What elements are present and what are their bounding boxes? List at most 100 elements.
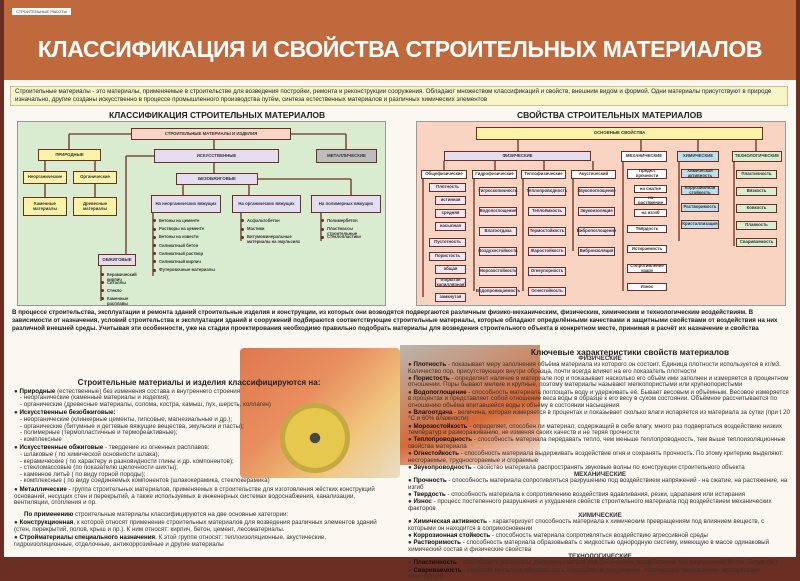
property-node: истинная	[435, 196, 466, 205]
sub-item: - неорганические (каменные материалы и и…	[20, 394, 170, 402]
property-node: Истираемость	[627, 245, 667, 253]
property-node: Воздухостойкость	[478, 247, 518, 256]
description: - характеризует способность материала к …	[408, 518, 765, 532]
term: Искусственные безобжиговые:	[19, 409, 116, 417]
property-description: ● Огнестойкость - способность материала …	[408, 449, 784, 464]
term: Металлические	[19, 485, 67, 493]
term: Теплопроводность	[413, 436, 473, 444]
description: - свойство металлов образовывать неразъё…	[408, 566, 760, 581]
sub-item: - керамические ( по характеру и разновид…	[20, 457, 234, 465]
polymer-binders-node: На полимерных вяжущих	[311, 195, 381, 213]
description-paragraph: В процессе строительства, эксплуатации и…	[12, 309, 778, 332]
technological-node: ТЕХНОЛОГИЧЕСКИЕ	[732, 151, 782, 162]
classification-item: ● Искусственные обжиговые - твердение из…	[14, 445, 384, 485]
description: - процесс постепенного разрушения и ухуд…	[408, 498, 772, 512]
property-node: Морозостойкость	[479, 267, 517, 276]
property-node: Влагоотдача	[479, 227, 517, 236]
term: По применению	[24, 510, 74, 518]
sub-item: - органические (битумные и дегтевые вяжу…	[20, 422, 244, 430]
property-node: на сжатие	[634, 185, 667, 193]
property-node: Огнеупорность	[528, 267, 566, 276]
list-item: Бетоны на цементе	[153, 218, 237, 224]
description: - способность материала поглощать воду и…	[408, 388, 789, 409]
description: (естественные) без изменения состава и в…	[55, 387, 241, 395]
term: Влагоотдача	[413, 408, 453, 416]
list-item: Битумоминеральные материалы на эмульсиях	[241, 235, 313, 244]
properties-title: СВОЙСТВА СТРОИТЕЛЬНЫХ МАТЕРИАЛОВ	[517, 110, 703, 120]
property-description: ● Растворимость - способность материала …	[408, 539, 770, 553]
classification-item: ● Искусственные безобжиговые:- неорганич…	[14, 410, 384, 443]
property-node: Пористость	[429, 252, 466, 261]
property-node: открытая (капиллярная)	[435, 276, 466, 287]
property-node: Сопротивление удару	[627, 263, 667, 273]
sub-item: - стекломассовые (по показателю щелочнос…	[20, 464, 178, 472]
property-node: Гигроскопичность	[478, 187, 518, 196]
stone-node: Каменные материалы	[23, 197, 67, 216]
list-item: Силикатный раствор	[153, 251, 237, 257]
property-node: Звукоизоляция	[578, 207, 615, 216]
description: строительные материалы классифицируются …	[73, 510, 289, 518]
description: . К этой группе относят: теплоизоляционн…	[14, 534, 327, 549]
description: - способность материала образовывать с ж…	[408, 539, 770, 553]
list-item: Силикатный кирпич	[153, 259, 237, 265]
description: - группа строительных материалов, примен…	[14, 485, 375, 507]
property-node: Ковкость	[736, 204, 777, 213]
property-node: на растяжение	[634, 196, 667, 205]
metallic-node: МЕТАЛЛИЧЕСКИЕ	[316, 149, 377, 163]
list-item: Мастики	[241, 227, 313, 232]
sub-item: - неорганические (клинкерные цементы, ги…	[20, 415, 233, 423]
application-intro: По применению строительные материалы кла…	[24, 510, 384, 519]
classification-title: КЛАССИФИКАЦИЯ СТРОИТЕЛЬНЫХ МАТЕРИАЛОВ	[109, 110, 326, 120]
properties-text: Ключевые характеристики свойств материал…	[408, 347, 792, 581]
property-node: насыпная	[435, 222, 466, 231]
wood-node: Древесные материалы	[73, 197, 117, 216]
description: - способность материала сопротивляться р…	[408, 477, 788, 491]
property-node: Теплопроводность	[527, 187, 567, 196]
property-description: ● Теплопроводность - способность материа…	[408, 436, 786, 450]
term: Стройматериалы специального назначения	[19, 534, 156, 542]
property-node: Пустотность	[429, 238, 466, 247]
property-node: Коррозионная стойкость	[681, 185, 719, 195]
sub-item: - каменное литьё ( по виду горной породы…	[20, 470, 146, 478]
property-node: Звукопоглощение	[577, 187, 616, 196]
property-node: Растворимость	[681, 203, 719, 212]
sub-item: - органические (древесные материалы, сол…	[20, 400, 271, 408]
term: Пластичность	[413, 559, 457, 567]
poster: СТРОИТЕЛЬНЫЕ РАБОТЫ КЛАССИФИКАЦИЯ И СВОЙ…	[4, 0, 796, 580]
sub-item: - шлаковые ( по химической основности шл…	[20, 450, 160, 458]
list-item: Бетоны на извести	[153, 235, 237, 240]
list-item: Полимербетон	[321, 218, 379, 224]
term: Износ	[413, 498, 432, 506]
property-description: ● Звукопроводность - свойство материала …	[408, 463, 745, 471]
term: Звукопроводность	[413, 463, 472, 471]
property-description: ● Плотность - показывает меру заполнения…	[408, 361, 781, 375]
description: - способность материала передавать тепло…	[408, 436, 786, 450]
property-description: ● Химическая активность - характеризует …	[408, 518, 765, 532]
classification-text: Строительные материалы и изделия классиф…	[14, 379, 384, 551]
property-node: Вибропоглощение	[577, 227, 616, 236]
term: Коррозионная стойкость	[413, 532, 491, 540]
property-description: ● Твердость - способность материала к со…	[408, 490, 746, 498]
property-node: Пластичность	[736, 170, 777, 179]
description: - способность материала выдерживать возд…	[408, 449, 784, 464]
organic-node: Органические	[73, 171, 117, 184]
property-node: Износ	[627, 283, 667, 291]
group-title: МЕХАНИЧЕСКИЕ	[573, 470, 627, 478]
inorganic-binders-node: На неорганических вяжущих	[151, 195, 221, 213]
list-item: Ситаллы	[101, 280, 149, 286]
description: - величина, которая измеряется в процент…	[408, 408, 790, 423]
thermo-node: Теплофизические	[521, 170, 566, 179]
materials-photo	[240, 348, 400, 478]
term: Плотность	[413, 361, 447, 369]
list-item: Асфальтобетон	[241, 218, 313, 224]
property-node: Теплоёмкость	[528, 207, 566, 216]
term: Искусственные обжиговые	[19, 444, 104, 452]
physical-node: ФИЗИЧЕСКИЕ	[444, 151, 591, 161]
description: - способность материала сопротивляться в…	[490, 532, 708, 540]
properties-heading: Ключевые характеристики свойств материал…	[530, 347, 730, 357]
property-node: Химическая активность	[681, 168, 719, 178]
term: Конструкционная	[19, 519, 74, 527]
term: Растворимость	[413, 539, 461, 547]
